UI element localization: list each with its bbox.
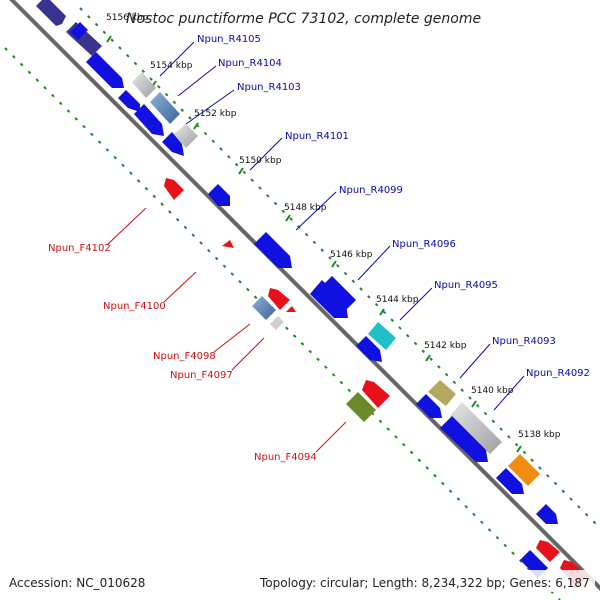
- gene-arrow[interactable]: [252, 296, 276, 320]
- gene-label[interactable]: Npun_F4098: [153, 351, 216, 362]
- gene-arrow[interactable]: [222, 240, 234, 248]
- gene-arrow[interactable]: [164, 178, 184, 200]
- gene-label[interactable]: Npun_R4103: [237, 82, 301, 93]
- reverse-gene-labels: Npun_R4105 Npun_R4104 Npun_R4103 Npun_R4…: [197, 34, 590, 379]
- gene-arrow[interactable]: [450, 402, 502, 454]
- gene-arrow[interactable]: [310, 280, 348, 318]
- kbp-tick-marks: [106, 35, 522, 453]
- gene-label[interactable]: Npun_R4101: [285, 131, 349, 142]
- gene-label[interactable]: Npun_R4093: [492, 336, 556, 347]
- gene-arrow[interactable]: [174, 124, 198, 148]
- kbp-labels: 5156 kbp 5154 kbp 5152 kbp 5150 kbp 5148…: [106, 13, 561, 440]
- gene-arrow[interactable]: [496, 468, 524, 494]
- gene-arrow[interactable]: [356, 336, 382, 362]
- gene-arrow[interactable]: [208, 184, 230, 206]
- kbp-label: 5154 kbp: [150, 61, 193, 71]
- forward-genes: [164, 178, 588, 588]
- kbp-label: 5140 kbp: [471, 386, 514, 396]
- gene-label[interactable]: Npun_R4104: [218, 58, 282, 69]
- forward-gene-labels: Npun_F4102 Npun_F4100 Npun_F4098 Npun_F4…: [48, 243, 317, 463]
- gene-label[interactable]: Npun_F4094: [254, 452, 317, 463]
- kbp-label: 5156 kbp: [106, 13, 149, 23]
- gene-arrow[interactable]: [536, 540, 560, 562]
- reverse-leader-lines: [159, 41, 525, 411]
- gene-arrow[interactable]: [162, 132, 184, 156]
- gene-arrow[interactable]: [368, 322, 396, 350]
- gene-label[interactable]: Npun_R4092: [526, 368, 590, 379]
- gene-arrow[interactable]: [362, 380, 390, 408]
- forward-leader-lines: [107, 207, 347, 453]
- kbp-label: 5148 kbp: [284, 203, 327, 213]
- gene-arrow[interactable]: [320, 276, 356, 312]
- gene-arrow[interactable]: [286, 306, 296, 312]
- kbp-label: 5138 kbp: [518, 430, 561, 440]
- gene-arrow[interactable]: [254, 232, 292, 268]
- gene-arrow[interactable]: [86, 52, 124, 88]
- gene-label[interactable]: Npun_R4096: [392, 239, 456, 250]
- gene-arrow[interactable]: [118, 90, 140, 112]
- gene-arrow[interactable]: [346, 392, 376, 422]
- gene-arrow[interactable]: [440, 416, 488, 462]
- gene-arrow[interactable]: [416, 394, 442, 418]
- gene-arrow[interactable]: [270, 316, 284, 330]
- reverse-dot-track: [79, 7, 600, 529]
- gene-label[interactable]: Npun_F4102: [48, 243, 111, 254]
- gene-arrow[interactable]: [268, 288, 290, 310]
- gene-arrow[interactable]: [70, 22, 88, 40]
- forward-dot-track: [4, 47, 561, 600]
- topology-text: Topology: circular; Length: 8,234,322 bp…: [259, 576, 590, 590]
- gene-label[interactable]: Npun_R4099: [339, 185, 403, 196]
- kbp-label: 5144 kbp: [376, 295, 419, 305]
- accession-text: Accession: NC_010628: [9, 576, 145, 590]
- genome-title: Nostoc punctiforme PCC 73102, complete g…: [126, 11, 481, 27]
- accession-bg: [4, 570, 154, 592]
- gene-label[interactable]: Npun_F4097: [170, 370, 233, 381]
- kbp-label: 5150 kbp: [239, 156, 282, 166]
- gene-label[interactable]: Npun_F4100: [103, 301, 166, 312]
- kbp-label: 5142 kbp: [424, 341, 467, 351]
- gene-arrow[interactable]: [150, 92, 180, 124]
- gene-label[interactable]: Npun_R4105: [197, 34, 261, 45]
- reverse-genes: [36, 0, 558, 524]
- kbp-label: 5152 kbp: [194, 109, 237, 119]
- topology-bg: [255, 570, 595, 592]
- gene-arrow[interactable]: [428, 380, 456, 406]
- gene-arrow[interactable]: [132, 72, 156, 98]
- gene-label[interactable]: Npun_R4095: [434, 280, 498, 291]
- gene-arrow[interactable]: [536, 504, 558, 524]
- gene-arrow[interactable]: [508, 454, 540, 486]
- kbp-label: 5146 kbp: [330, 250, 373, 260]
- gene-arrow[interactable]: [36, 0, 66, 26]
- gene-arrow[interactable]: [134, 104, 164, 136]
